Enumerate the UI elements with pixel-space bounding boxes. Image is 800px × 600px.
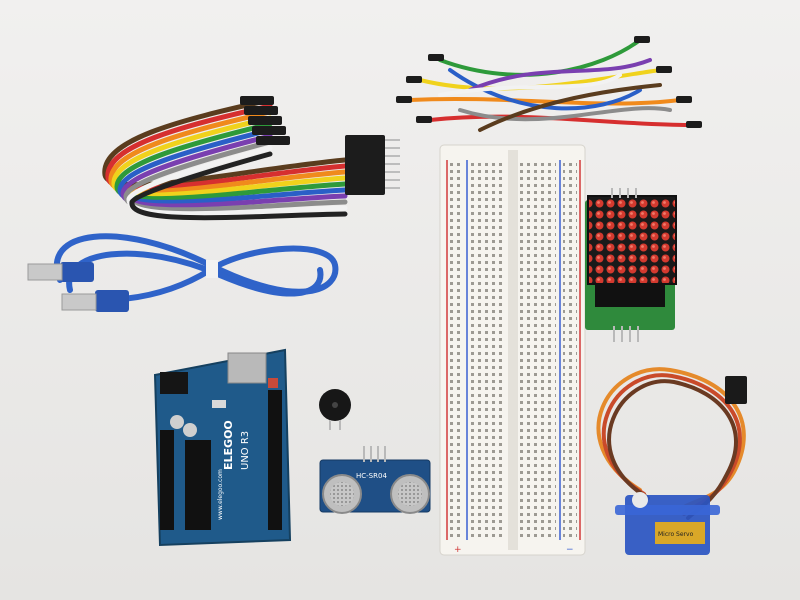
servo-connector [725,376,747,404]
driver-chip [595,285,665,307]
jumper-wire-tips [396,36,702,128]
servo-sticker [655,522,705,544]
breadboard-holes-right [520,160,556,540]
breadboard-holes-left [470,160,506,540]
reset-button [268,378,278,388]
usb-b-port [227,352,267,384]
rail-minus-label: − [566,545,574,555]
sensor-label: HC-SR04 [356,472,387,480]
board-brand: ELEGOO [222,420,235,470]
breadboard-center-channel [508,150,518,550]
power-jack [160,372,188,394]
crystal [212,400,226,408]
ultrasonic-sensor: HC-SR04 [319,446,431,514]
breadboard-rail-left [450,160,464,540]
board-url: www.elegoo.com [217,469,224,520]
breadboard: + − [439,144,586,556]
ribbon-connectors-right [345,135,400,195]
arduino-uno-board: ELEGOO UNO R3 www.elegoo.com [153,348,292,547]
sensor-pins [363,446,386,462]
cable-tie [206,260,218,278]
servo-horn [632,492,648,508]
led-matrix-module [585,188,677,342]
ribbon-jumper-cable [102,96,400,221]
servo-wire [596,367,746,520]
capacitor-2 [183,423,197,437]
usb-a-connector [27,262,94,282]
matrix-header-pins [611,188,639,342]
digital-header [268,390,282,530]
buzzer [319,389,351,430]
servo-motor: Micro Servo [615,492,720,555]
power-header [160,430,174,530]
breadboard-rail-right [563,160,577,540]
rail-plus-label: + [454,545,462,555]
ribbon-connectors-left [240,96,290,145]
servo-label: Micro Servo [658,531,694,538]
board-model: UNO R3 [240,431,251,470]
capacitor-1 [170,415,184,429]
atmega-chip [185,440,211,530]
usb-b-connector [61,290,129,312]
ribbon-wires [102,97,348,221]
led-matrix-display [587,195,677,285]
loose-jumper-wires [408,38,692,132]
